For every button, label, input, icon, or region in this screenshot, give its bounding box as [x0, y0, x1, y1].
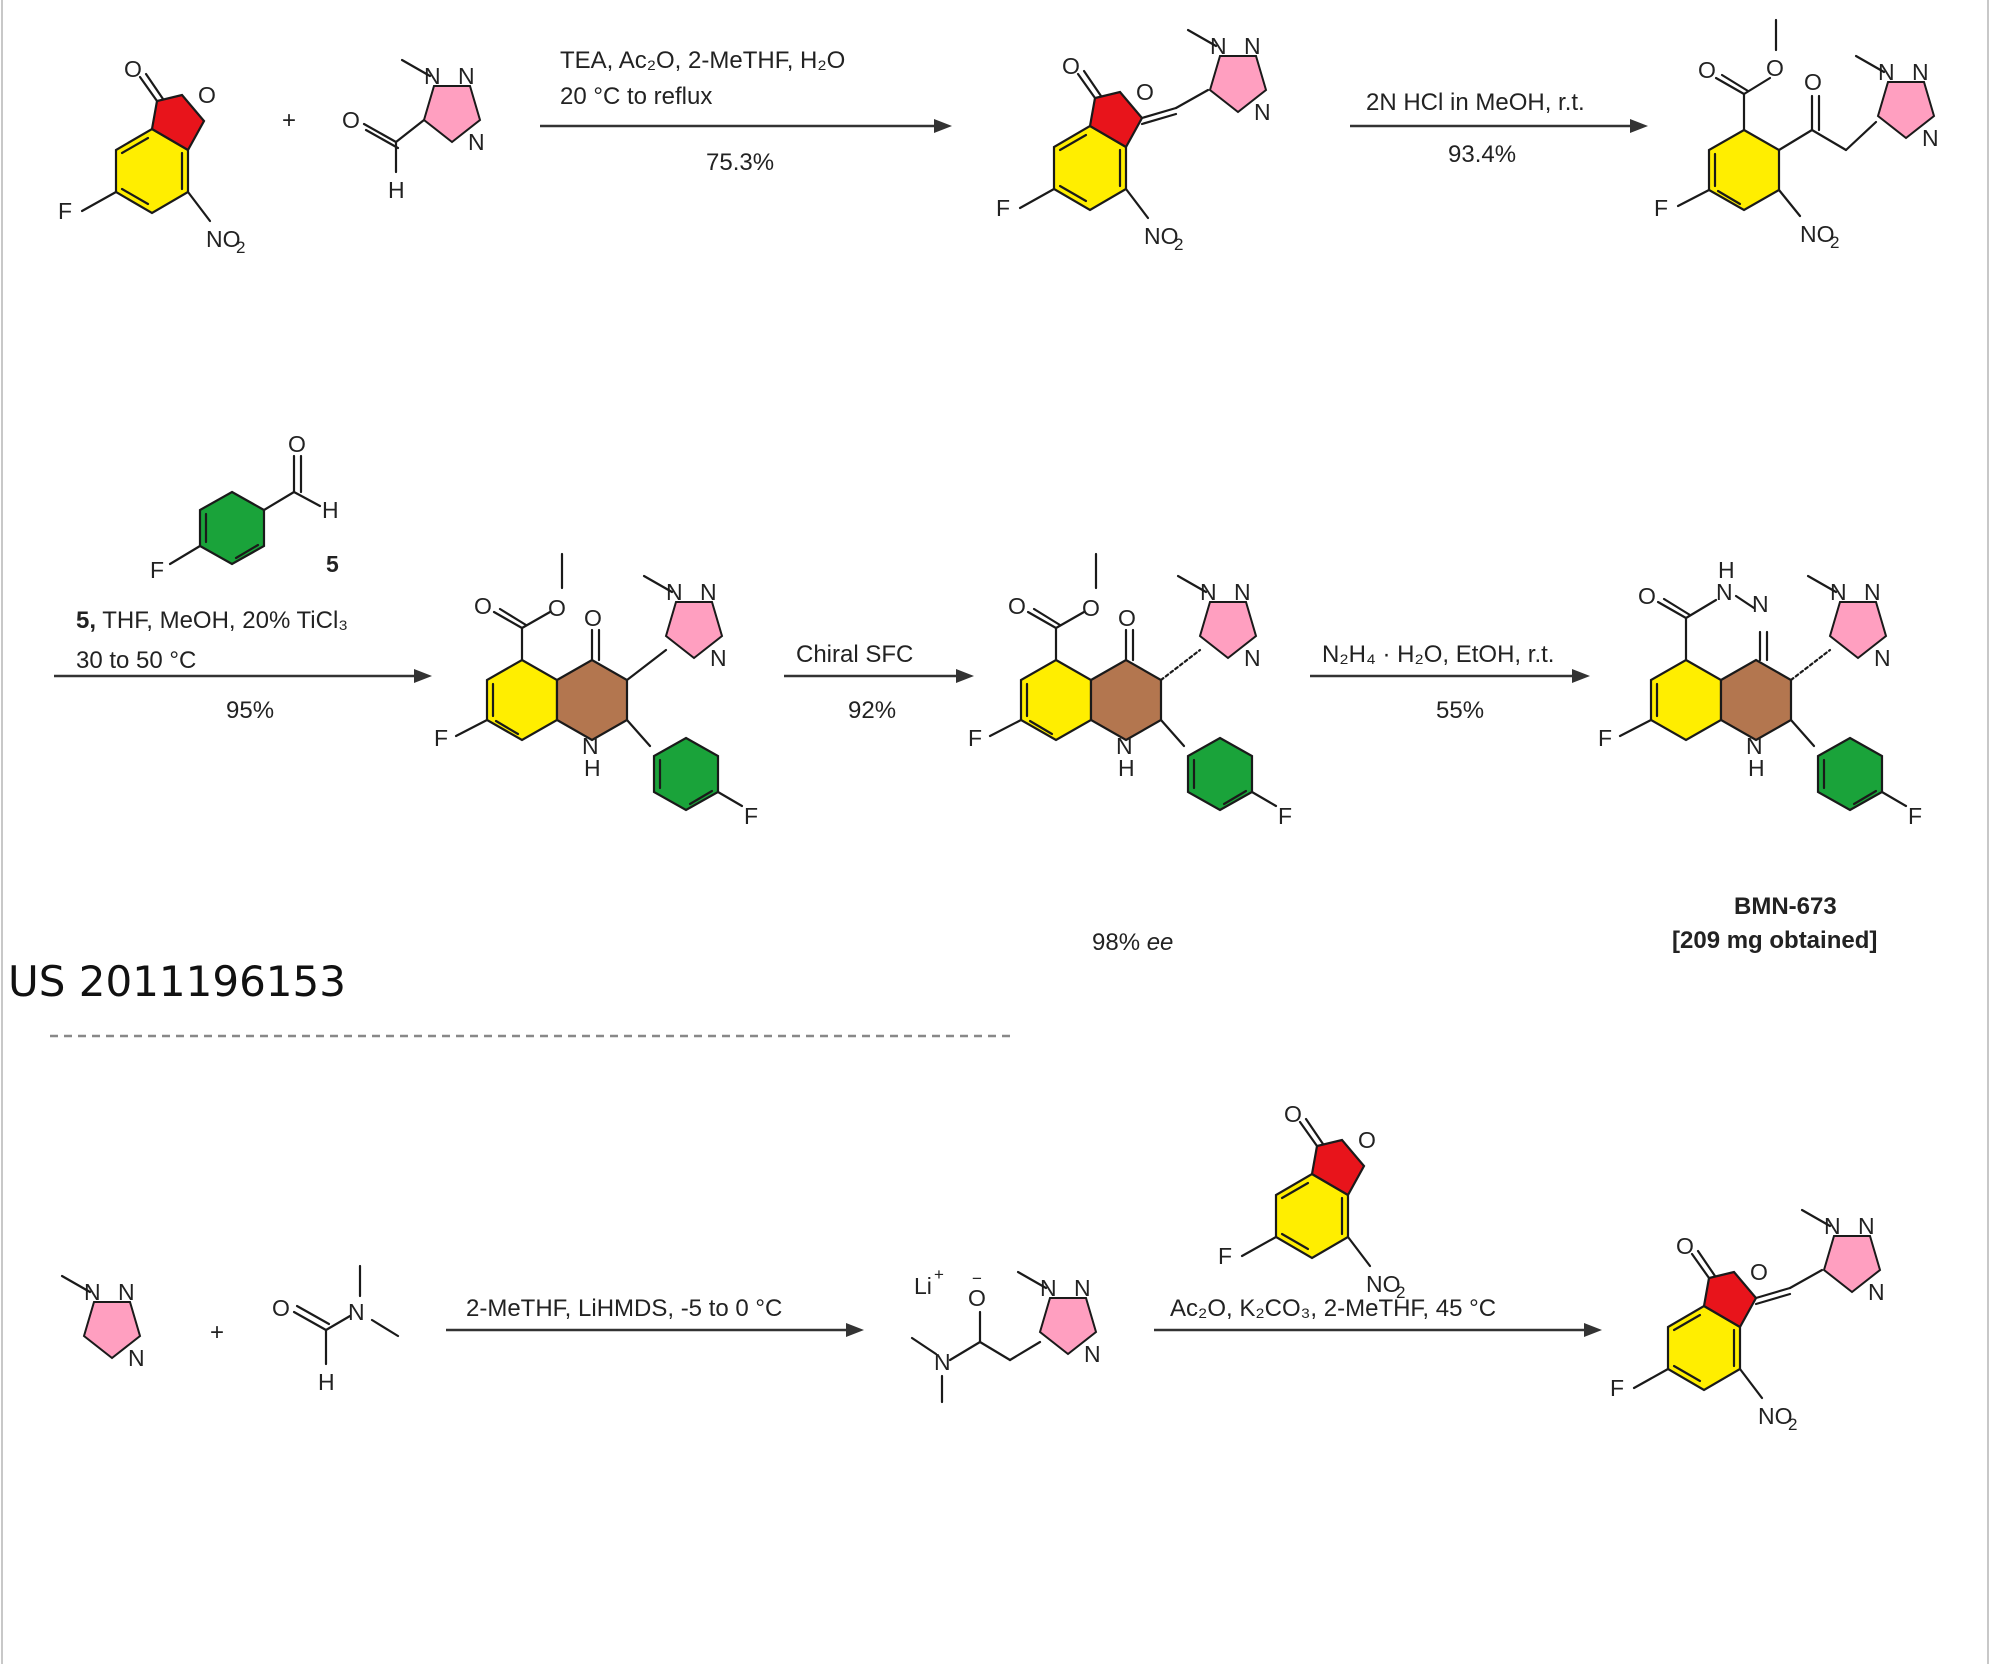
svg-text:2: 2: [1830, 233, 1839, 252]
bmn-673-structure: F: [1596, 555, 1922, 829]
plus-sign-2: +: [210, 1319, 224, 1346]
o-charge: −: [972, 1269, 982, 1288]
ketoester-f: F: [1654, 195, 1668, 221]
bmn-f2: F: [1908, 803, 1922, 829]
ald5-f: F: [150, 557, 164, 583]
dmf-h: H: [318, 1369, 335, 1395]
enolate-o: O: [968, 1285, 986, 1311]
dihydroquinolinone: F: [432, 552, 758, 829]
triazole-aldehyde: O H: [342, 58, 486, 203]
dmf-n: N: [348, 1299, 365, 1325]
arrow-3: [54, 669, 432, 683]
r2-condition-1: 2N HCl in MeOH, r.t.: [1366, 89, 1585, 116]
aldehyde-5: F O H 5: [150, 431, 339, 583]
ketoester-o1: O: [1698, 57, 1716, 83]
ald5-o: O: [288, 431, 306, 457]
r4-yield: 92%: [848, 697, 896, 724]
arrow-6: [446, 1323, 864, 1337]
r2-yield: 93.4%: [1448, 141, 1516, 168]
arrow-2: [1350, 119, 1648, 133]
lithium-enolate: Li + O − N: [910, 1265, 1102, 1404]
r1-yield: 75.3%: [706, 149, 774, 176]
aldehyde-o: O: [342, 107, 360, 133]
thq-f2: F: [1278, 803, 1292, 829]
r5-condition-1: N₂H₄ · H₂O, EtOH, r.t.: [1322, 641, 1554, 668]
aldehyde-h: H: [388, 177, 405, 203]
compound-5-label: 5: [326, 551, 339, 577]
reagent-phthalide: [1216, 1099, 1407, 1304]
dmf: O H N: [272, 1264, 400, 1395]
r7-condition-1: Ac₂O, K₂CO₃, 2-MeTHF, 45 °C: [1170, 1295, 1496, 1322]
r6-condition-1: 2-MeTHF, LiHMDS, -5 to 0 °C: [466, 1295, 782, 1322]
r3-condition-1: 5, THF, MeOH, 20% TiCl₃: [76, 607, 348, 634]
li-charge: +: [934, 1265, 944, 1284]
product-name: BMN-673: [1734, 893, 1837, 920]
svg-text:NO: NO: [1800, 221, 1835, 247]
patent-label: US 2011196153: [8, 957, 346, 1006]
dmf-o: O: [272, 1295, 290, 1321]
r1-condition-1: TEA, Ac₂O, 2-MeTHF, H₂O: [560, 47, 845, 74]
r3-yield: 95%: [226, 697, 274, 724]
r5-yield: 55%: [1436, 697, 1484, 724]
n-methyl-triazole: [60, 1274, 146, 1373]
chiral-tetrahydroquinolinone: F: [966, 552, 1292, 829]
start-phthalide: [56, 54, 247, 259]
ketoester-o3: O: [1804, 69, 1822, 95]
r3-condition-2: 30 to 50 °C: [76, 647, 196, 674]
arrow-5: [1310, 669, 1590, 683]
enolate-n: N: [934, 1349, 951, 1375]
r1-condition-2: 20 °C to reflux: [560, 83, 712, 110]
ald5-h: H: [322, 497, 339, 523]
r4-condition-1: Chiral SFC: [796, 641, 913, 668]
product-amount: [209 mg obtained]: [1672, 927, 1877, 954]
plus-sign-1: +: [282, 107, 296, 134]
arrow-1: [540, 119, 952, 133]
keto-ester-intermediate: F O O O NO 2: [1654, 18, 1940, 252]
arrow-7: [1154, 1323, 1602, 1337]
ketoester-o2: O: [1766, 55, 1784, 81]
ylidene-product: [1610, 1210, 1885, 1434]
ee-note: 98% ee: [1092, 929, 1173, 956]
ylidene-intermediate: [996, 30, 1271, 254]
arrow-4: [784, 669, 974, 683]
li-label: Li: [914, 1273, 932, 1299]
dhq-f2: F: [744, 803, 758, 829]
